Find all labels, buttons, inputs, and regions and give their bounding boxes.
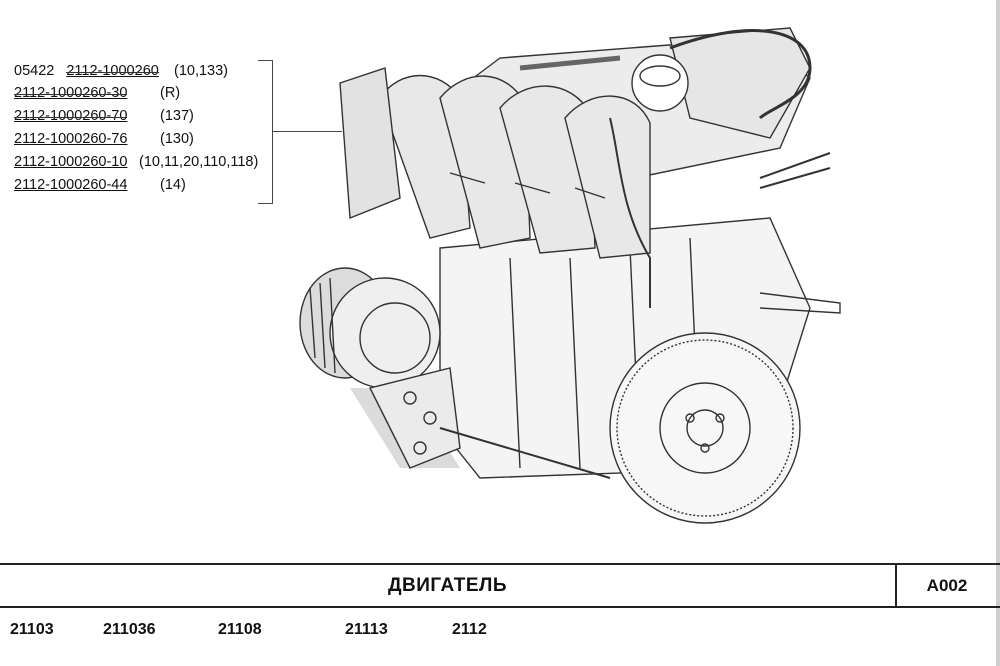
part-number[interactable]: 2112-1000260-10 xyxy=(14,154,128,170)
part-row: 2112-1000260-44 (14) xyxy=(14,174,186,196)
title-bar xyxy=(0,563,1000,608)
model-label: 21103 xyxy=(10,621,54,638)
model-label: 21113 xyxy=(345,621,388,638)
part-applicability: (R) xyxy=(160,85,181,101)
model-label: 2112 xyxy=(452,621,487,638)
model-label: 211036 xyxy=(103,621,156,638)
part-applicability: (10,133) xyxy=(174,63,229,79)
part-number[interactable]: 2112-1000260 xyxy=(66,60,160,82)
part-applicability: (14) xyxy=(160,177,186,193)
part-row: 2112-1000260-30 (R) xyxy=(14,82,180,104)
page-title: ДВИГАТЕЛЬ xyxy=(387,575,508,596)
page-edge xyxy=(996,0,1000,666)
part-applicability: (137) xyxy=(160,108,194,124)
part-applicability: (130) xyxy=(160,131,194,147)
model-label: 21108 xyxy=(218,621,262,638)
part-number[interactable]: 2112-1000260-70 xyxy=(14,105,128,127)
parts-bracket xyxy=(258,60,273,204)
part-number[interactable]: 2112-1000260-30 xyxy=(14,82,128,104)
title-divider xyxy=(895,563,897,608)
bracket-leader xyxy=(272,131,342,132)
part-number[interactable]: 2112-1000260-76 xyxy=(14,131,128,147)
part-applicability: (10,11,20,110,118) xyxy=(139,154,259,170)
section-code: A002 xyxy=(926,576,968,595)
part-row: 2112-1000260-76 (130) xyxy=(14,128,194,150)
part-number[interactable]: 2112-1000260-44 xyxy=(14,177,128,193)
part-prefix: 05422 xyxy=(14,63,55,79)
part-row: 2112-1000260-70 (137) xyxy=(14,105,194,127)
engine-illustration xyxy=(299,27,841,524)
part-row: 2112-1000260-10 (10,11,20,110,118) xyxy=(14,151,258,173)
part-row: 05422 2112-1000260 (10,133) xyxy=(14,60,228,82)
